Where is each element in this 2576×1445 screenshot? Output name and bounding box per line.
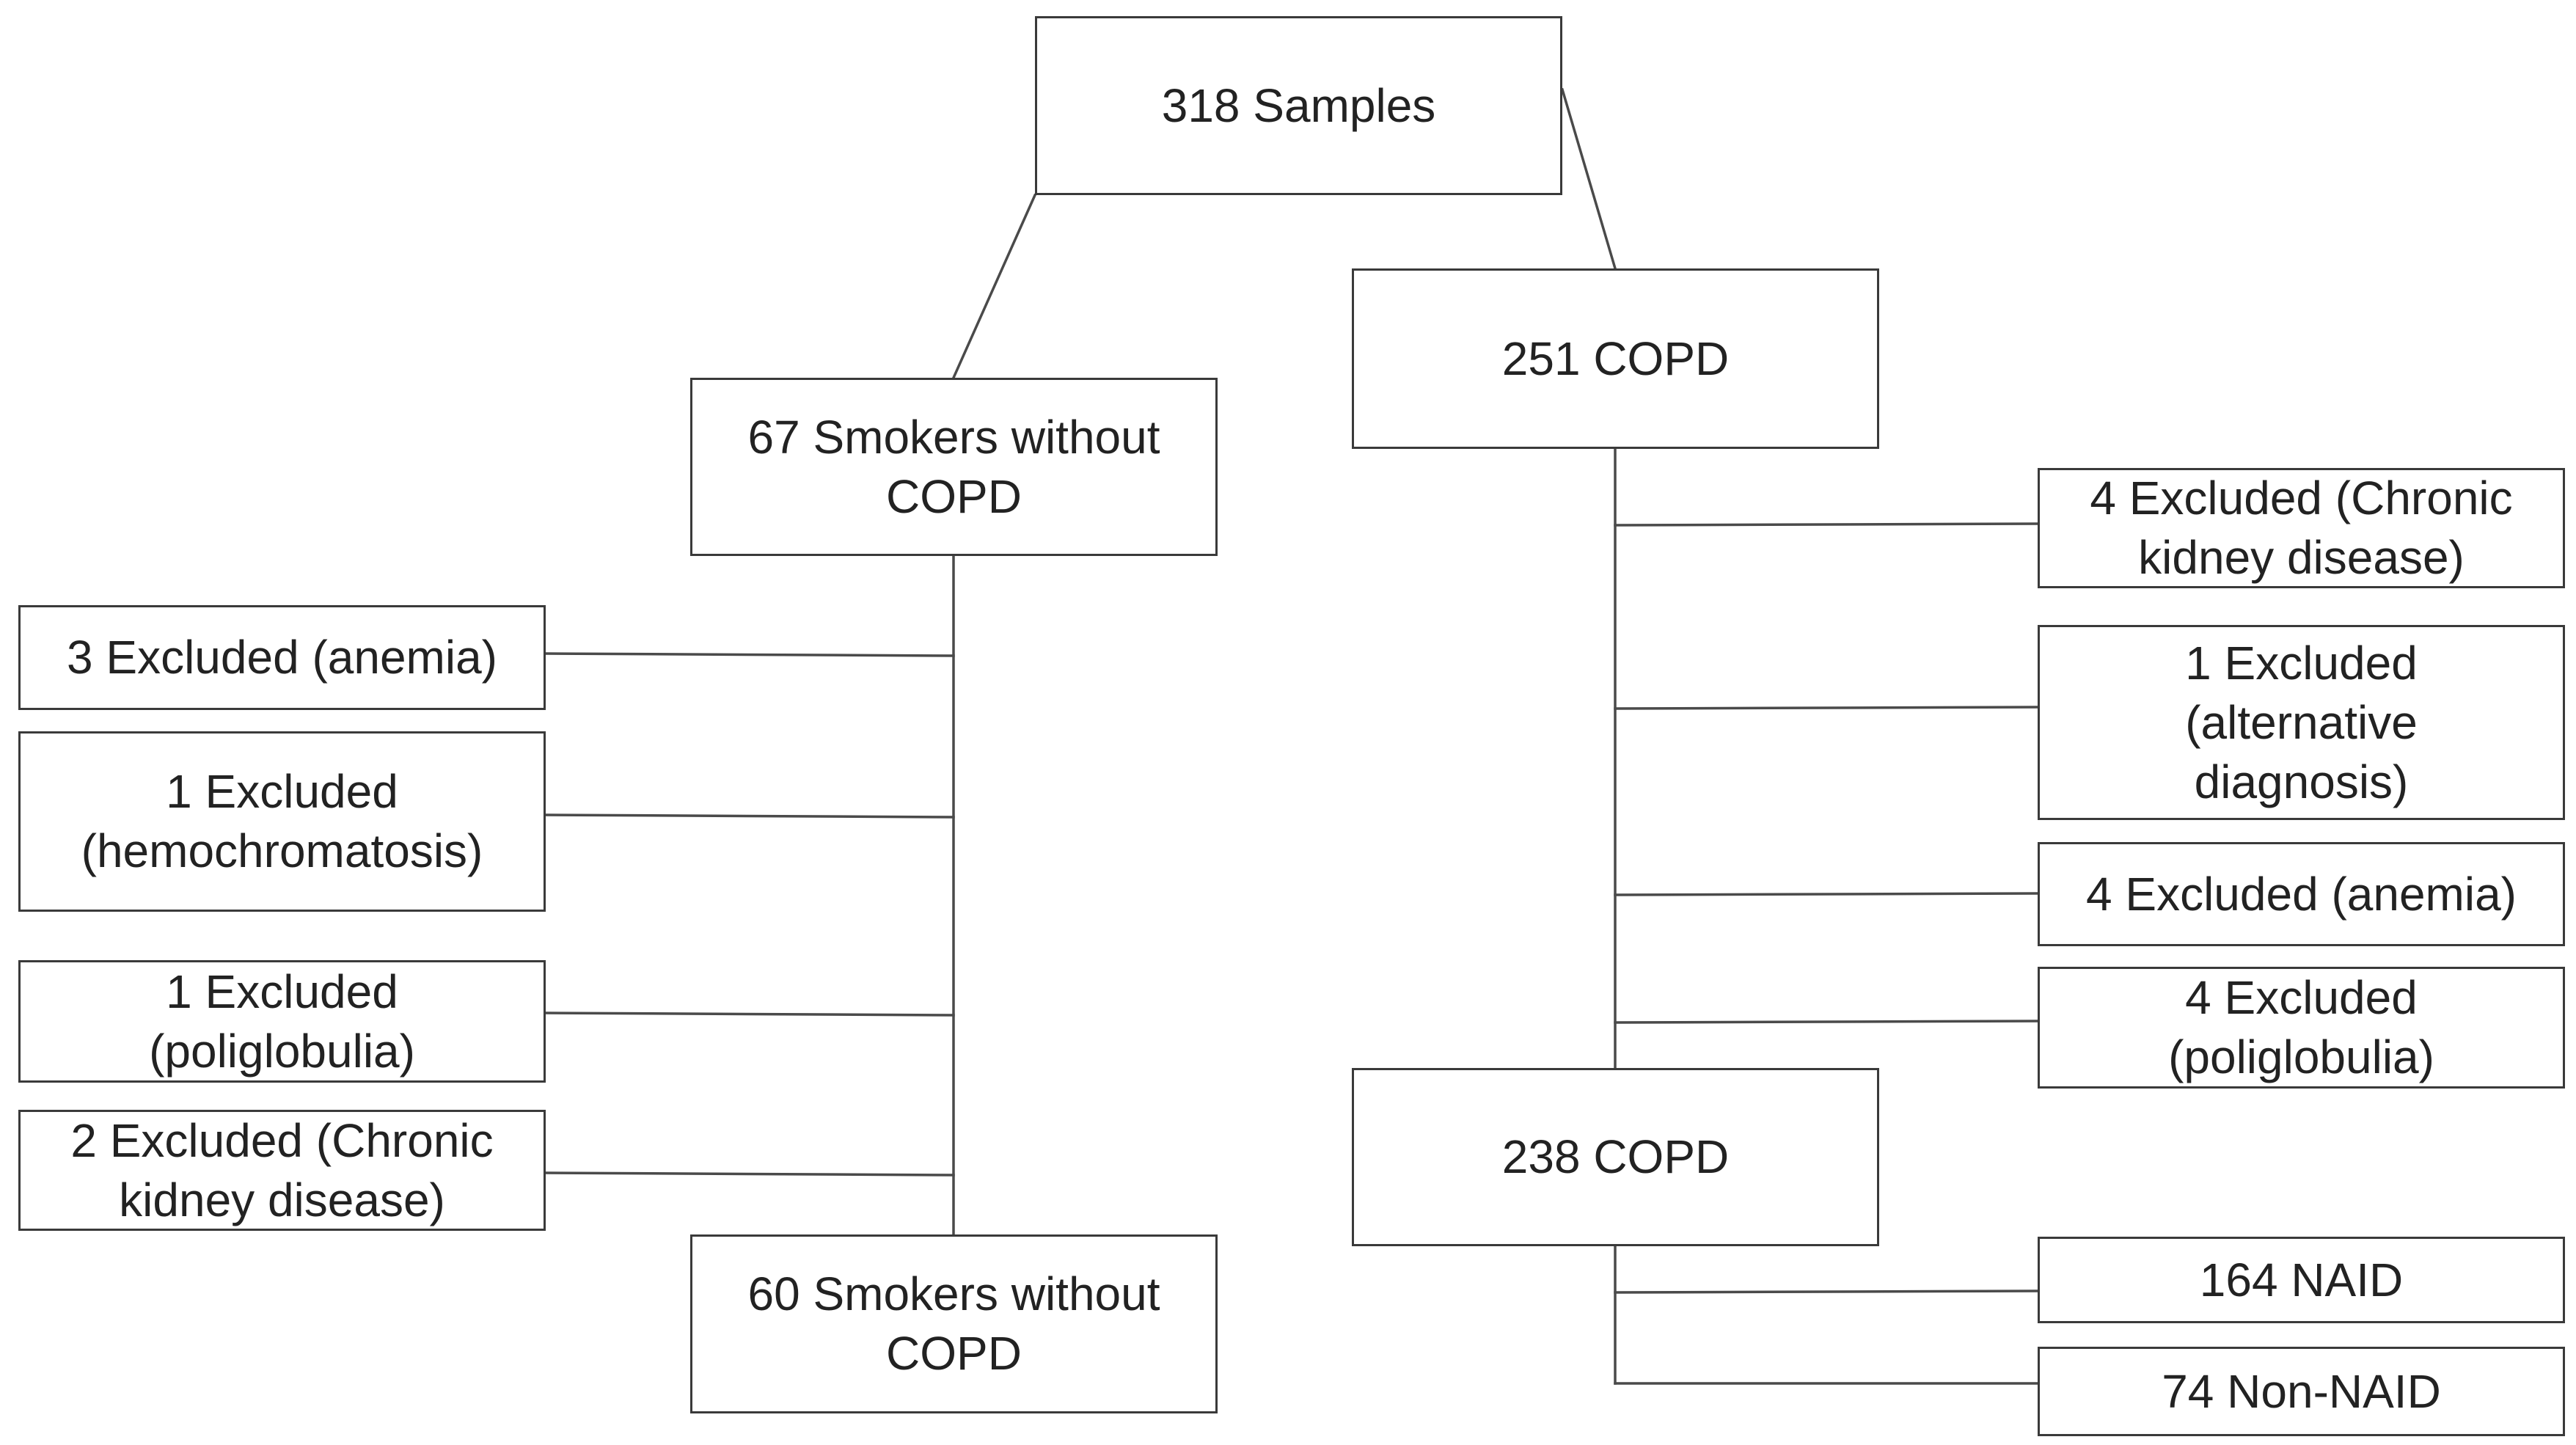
smokers-start-label-line-2: COPD bbox=[886, 469, 1022, 523]
smokers-excluded-hemochromatosis-label-line-2: (hemochromatosis) bbox=[81, 824, 483, 877]
copd-excluded-alternative-label-line-3: diagnosis) bbox=[2194, 755, 2409, 808]
samples-box: 318 Samples bbox=[1035, 16, 1562, 195]
branch-naid bbox=[1614, 1289, 2039, 1294]
samples-label-line-1: 318 Samples bbox=[1161, 78, 1436, 132]
smokers-excluded-poliglobulia-box: 1 Excluded (poliglobulia) bbox=[18, 960, 546, 1083]
copd-excluded-ckd-box: 4 Excluded (Chronic kidney disease) bbox=[2038, 468, 2565, 588]
copd-excluded-ckd-label-line-1: 4 Excluded (Chronic bbox=[2090, 472, 2513, 524]
copd-end-box: 238 COPD bbox=[1352, 1068, 1879, 1246]
smokers-excluded-ckd-label-line-1: 2 Excluded (Chronic bbox=[70, 1113, 494, 1167]
smokers-start-label-line-1: 67 Smokers without bbox=[747, 410, 1160, 464]
smokers-excluded-ckd-box: 2 Excluded (Chronic kidney disease) bbox=[18, 1110, 546, 1231]
copd-start-box: 251 COPD bbox=[1352, 268, 1879, 449]
branch-smokers-anemia bbox=[544, 652, 955, 657]
copd-excluded-poliglobulia-label-line-2: (poliglobulia) bbox=[2168, 1031, 2434, 1083]
connector-samples-to-copd bbox=[1560, 87, 1617, 271]
copd-excluded-poliglobulia-box: 4 Excluded (poliglobulia) bbox=[2038, 967, 2565, 1089]
naid-box: 164 NAID bbox=[2038, 1237, 2565, 1323]
branch-smokers-poli bbox=[544, 1012, 955, 1017]
smokers-excluded-hemochromatosis-box: 1 Excluded (hemochromatosis) bbox=[18, 731, 546, 912]
smokers-excluded-poliglobulia-label-line-1: 1 Excluded bbox=[166, 965, 398, 1018]
copd-end-label-line-1: 238 COPD bbox=[1501, 1130, 1730, 1183]
smokers-excluded-anemia-label-line-1: 3 Excluded (anemia) bbox=[67, 631, 497, 684]
copd-excluded-alternative-diagnosis-box: 1 Excluded (alternative diagnosis) bbox=[2038, 625, 2565, 820]
smokers-excluded-poliglobulia-label-line-2: (poliglobulia) bbox=[149, 1024, 415, 1078]
copd-excluded-anemia-label-line-1: 4 Excluded (anemia) bbox=[2086, 867, 2517, 921]
naid-label-line-1: 164 NAID bbox=[2199, 1253, 2404, 1306]
smokers-end-label-line-1: 60 Smokers without bbox=[747, 1267, 1160, 1320]
branch-copd-ckd bbox=[1614, 522, 2039, 527]
branch-smokers-hemo bbox=[544, 813, 955, 819]
smokers-excluded-hemochromatosis-label-line-1: 1 Excluded bbox=[166, 765, 398, 818]
copd-excluded-alternative-label-line-2: (alternative bbox=[2185, 695, 2418, 749]
copd-excluded-poliglobulia-label-line-1: 4 Excluded bbox=[2185, 971, 2418, 1024]
copd-excluded-anemia-box: 4 Excluded (anemia) bbox=[2038, 842, 2565, 946]
branch-copd-anemia bbox=[1614, 892, 2039, 896]
non-naid-box: 74 Non-NAID bbox=[2038, 1347, 2565, 1436]
smokers-excluded-ckd-label-line-2: kidney disease) bbox=[119, 1173, 445, 1226]
smokers-end-label-line-2: COPD bbox=[886, 1327, 1022, 1380]
branch-copd-alt bbox=[1614, 706, 2039, 710]
branch-copd-poli bbox=[1614, 1020, 2039, 1024]
smokers-excluded-anemia-box: 3 Excluded (anemia) bbox=[18, 605, 546, 710]
smokers-start-box: 67 Smokers without COPD bbox=[690, 378, 1218, 556]
smokers-end-box: 60 Smokers without COPD bbox=[690, 1234, 1218, 1413]
non-naid-label-line-1: 74 Non-NAID bbox=[2162, 1364, 2441, 1418]
copd-excluded-alternative-label-line-1: 1 Excluded bbox=[2185, 636, 2418, 689]
copd-excluded-ckd-label-line-2: kidney disease) bbox=[2138, 531, 2465, 584]
copd-start-label-line-1: 251 COPD bbox=[1501, 332, 1730, 385]
branch-smokers-ckd bbox=[544, 1171, 955, 1177]
connector-samples-to-smokers bbox=[951, 193, 1037, 380]
